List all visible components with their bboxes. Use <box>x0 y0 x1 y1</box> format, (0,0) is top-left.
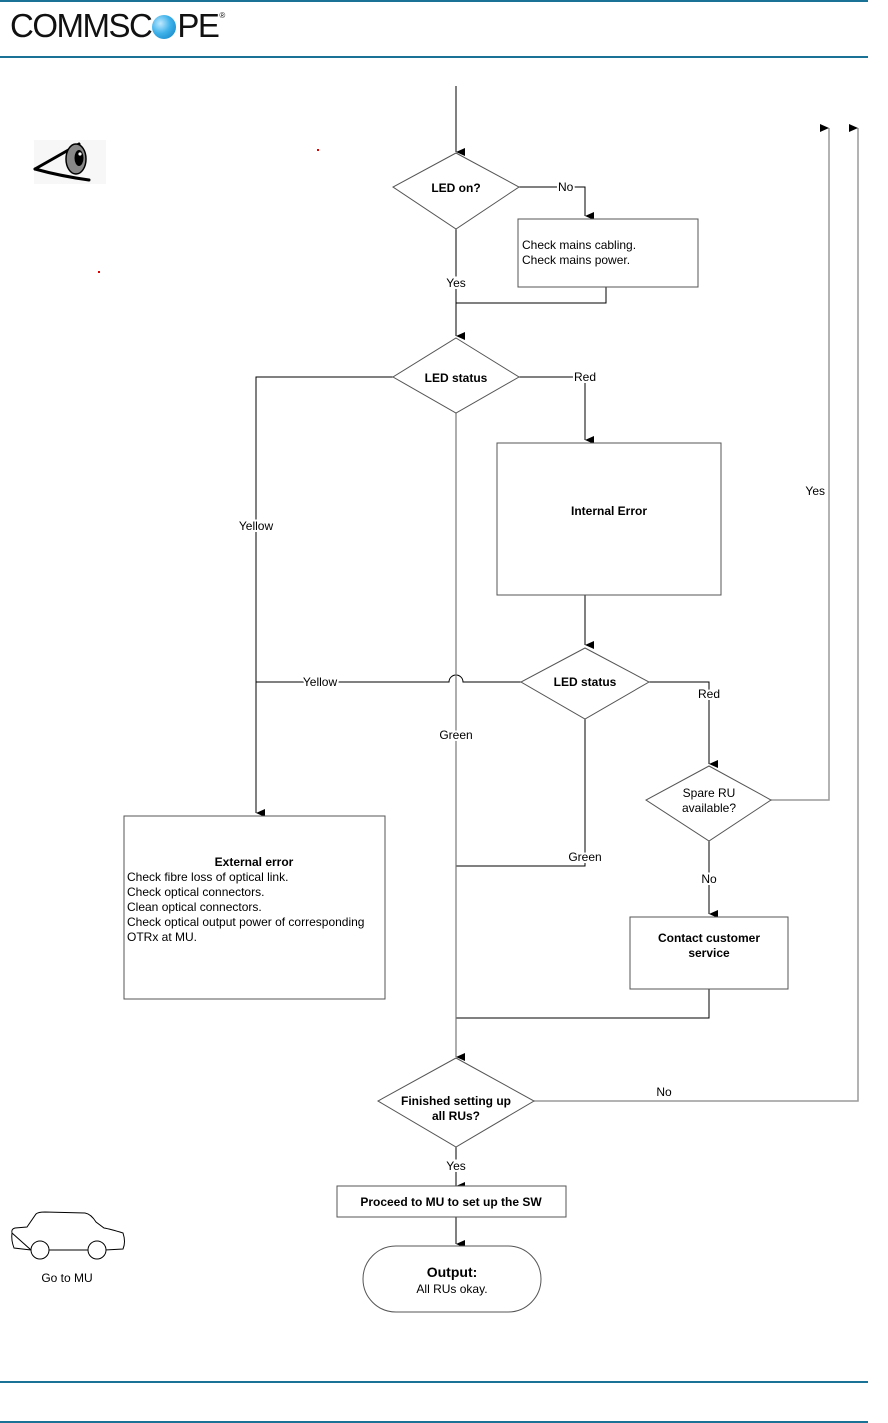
finished-yes-label: Yes <box>446 1159 466 1173</box>
logo-globe-icon <box>152 15 177 39</box>
footer-bottom-rule <box>0 1421 868 1423</box>
red-mark <box>98 271 100 273</box>
output-text: All RUs okay. <box>416 1282 487 1296</box>
led-status-2-yellow-label: Yellow <box>303 675 338 689</box>
car-icon <box>11 1211 125 1260</box>
led-on-no-label: No <box>558 180 574 194</box>
led-status-1-title: LED status <box>425 371 488 385</box>
internal-error-title: Internal Error <box>571 504 647 518</box>
finished-line-2: all RUs? <box>432 1109 480 1123</box>
decision-led-status-1 <box>392 337 520 414</box>
external-error-line-3: Clean optical connectors. <box>127 900 262 914</box>
led-status-1-red-label: Red <box>574 370 596 384</box>
led-on-yes-label: Yes <box>446 276 466 290</box>
connector-finished-no <box>534 124 859 1102</box>
registered-mark: ® <box>219 10 226 20</box>
decision-led-on <box>392 152 520 230</box>
led-status-1-green-label: Green <box>439 728 472 742</box>
external-error-line-1: Check fibre loss of optical link. <box>127 870 288 884</box>
header-bottom-rule <box>0 56 868 58</box>
connector-green-2 <box>456 719 586 867</box>
finished-line-1: Finished setting up <box>401 1094 511 1108</box>
connector-yellow-external <box>255 376 393 817</box>
red-mark <box>317 149 319 151</box>
mains-line-1: Check mains cabling. <box>522 238 636 252</box>
external-error-line-2: Check optical connectors. <box>127 885 264 899</box>
go-to-mu-label: Go to MU <box>41 1271 92 1285</box>
contact-service-line-1: Contact customer <box>658 931 760 945</box>
external-error-title: External error <box>215 855 294 869</box>
mains-line-2: Check mains power. <box>522 253 630 267</box>
spare-ru-line-2: available? <box>682 801 736 815</box>
output-title: Output: <box>427 1264 478 1280</box>
process-external-error <box>123 815 386 1000</box>
decision-finished <box>376 1057 536 1148</box>
led-status-2-title: LED status <box>554 675 617 689</box>
connector-no-mains <box>519 186 594 220</box>
contact-service-line-2: service <box>688 946 730 960</box>
process-contact-service <box>629 916 789 990</box>
proceed-mu-title: Proceed to MU to set up the SW <box>360 1195 542 1209</box>
connector-spare-yes <box>771 124 830 801</box>
footer-top-rule <box>0 1381 868 1383</box>
spare-ru-no-label: No <box>701 872 717 886</box>
connector-contact-return <box>456 989 710 1019</box>
connector-red-internal <box>519 376 594 444</box>
process-check-mains <box>517 218 699 288</box>
led-on-title: LED on? <box>431 181 480 195</box>
led-status-2-red-label: Red <box>698 687 720 701</box>
led-status-1-yellow-label: Yellow <box>239 519 274 533</box>
spare-ru-line-1: Spare RU <box>683 786 736 800</box>
finished-no-label: No <box>656 1085 672 1099</box>
connector-red-spare <box>649 681 718 768</box>
process-internal-error <box>496 442 722 596</box>
decision-led-status-2 <box>519 647 651 720</box>
process-proceed-mu <box>336 1185 567 1218</box>
external-error-line-4: Check optical output power of correspond… <box>127 915 364 929</box>
connector-yellow-2 <box>256 674 521 683</box>
decision-spare-ru <box>645 765 772 842</box>
header-top-rule <box>0 0 868 2</box>
connector-mains-return <box>456 287 607 304</box>
terminator-output <box>362 1245 542 1313</box>
spare-ru-yes-label: Yes <box>805 484 825 498</box>
external-error-line-5: OTRx at MU. <box>127 930 197 944</box>
commscope-logo: COMMSC PE® <box>10 6 225 46</box>
logo-text-left: COMMSC <box>10 7 153 44</box>
led-status-2-green-label: Green <box>568 850 601 864</box>
logo-text-right: PE <box>177 7 220 44</box>
eye-icon <box>33 140 106 184</box>
